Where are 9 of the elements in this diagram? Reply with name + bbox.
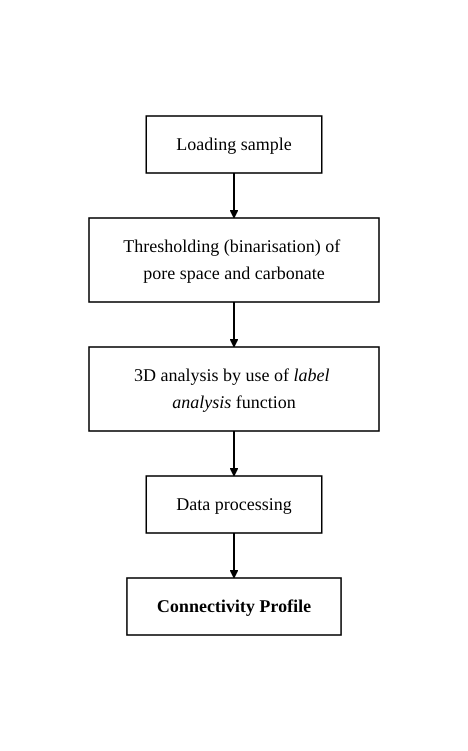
arrow bbox=[230, 431, 238, 476]
node-box: Loading sample bbox=[146, 115, 322, 174]
node-box: Data processing bbox=[146, 475, 322, 534]
arrow bbox=[230, 533, 238, 578]
node-box: Thresholding (binarisation) of pore space and carbonate bbox=[88, 217, 380, 303]
node-box: Connectivity Profile bbox=[126, 577, 342, 636]
node-box: 3D analysis by use of label analysis function bbox=[88, 346, 380, 432]
arrow bbox=[230, 173, 238, 218]
arrow bbox=[230, 302, 238, 348]
